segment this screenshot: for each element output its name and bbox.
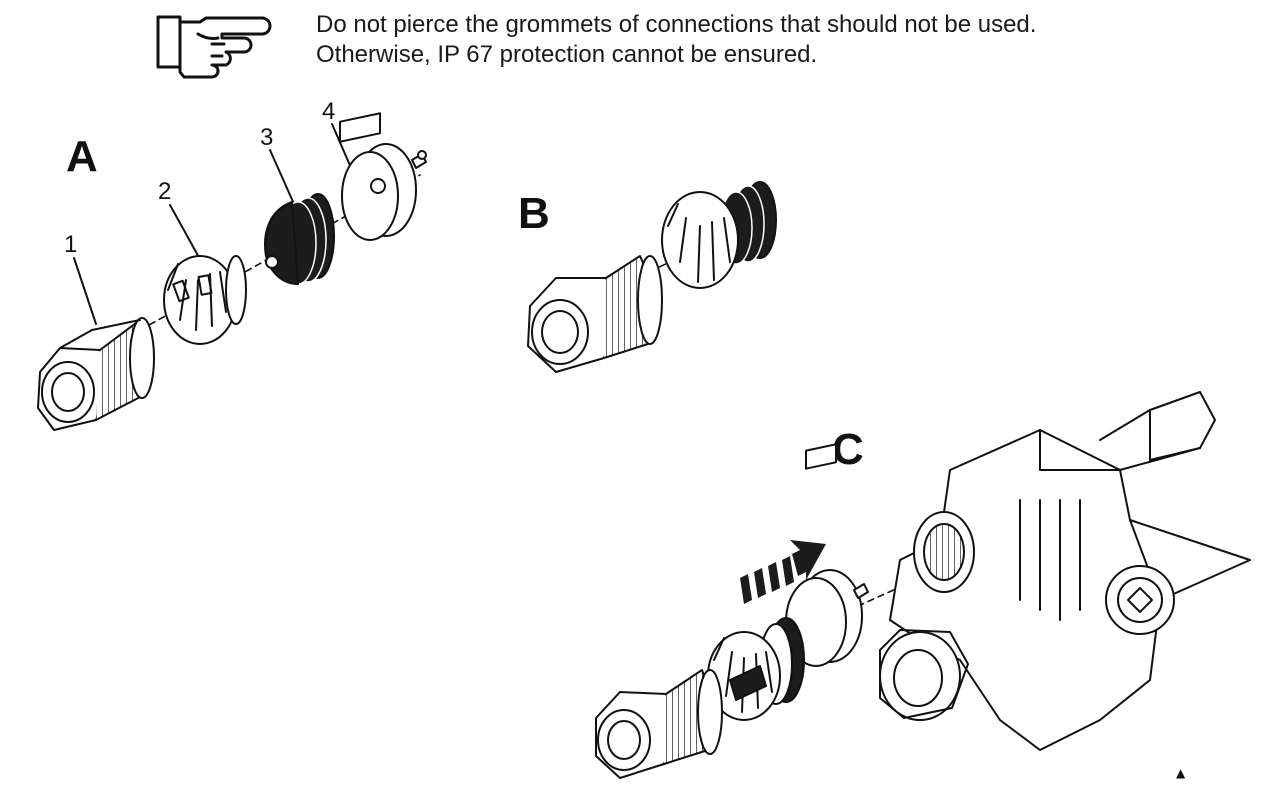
assembly-b [527, 181, 777, 373]
panel-label-a: A [66, 132, 98, 181]
callout-3: 3 [260, 124, 274, 151]
callout-2: 2 [158, 178, 172, 205]
part-1-nut [37, 317, 155, 431]
push-arrow-icon [740, 540, 826, 604]
part-4-plug [339, 112, 427, 241]
leader-3 [269, 149, 295, 205]
leader-4 [331, 123, 353, 171]
housing-block [879, 391, 1251, 751]
note-line-2: Otherwise, IP 67 protection cannot be en… [316, 41, 818, 68]
grommet-collet-c [707, 617, 805, 721]
callout-4: 4 [322, 98, 336, 125]
nut-c [595, 669, 723, 779]
panel-label-b: B [518, 189, 550, 238]
corner-mark: ▲ [1176, 766, 1186, 780]
part-2-collet [163, 255, 247, 345]
leader-1 [73, 257, 97, 325]
panel-label-c: C [832, 425, 864, 474]
callout-1: 1 [64, 231, 78, 258]
note-line-1: Do not pierce the grommets of connection… [316, 11, 1037, 38]
warning-note: Do not pierce the grommets of connection… [316, 10, 1246, 70]
part-3-grommet [264, 193, 335, 285]
